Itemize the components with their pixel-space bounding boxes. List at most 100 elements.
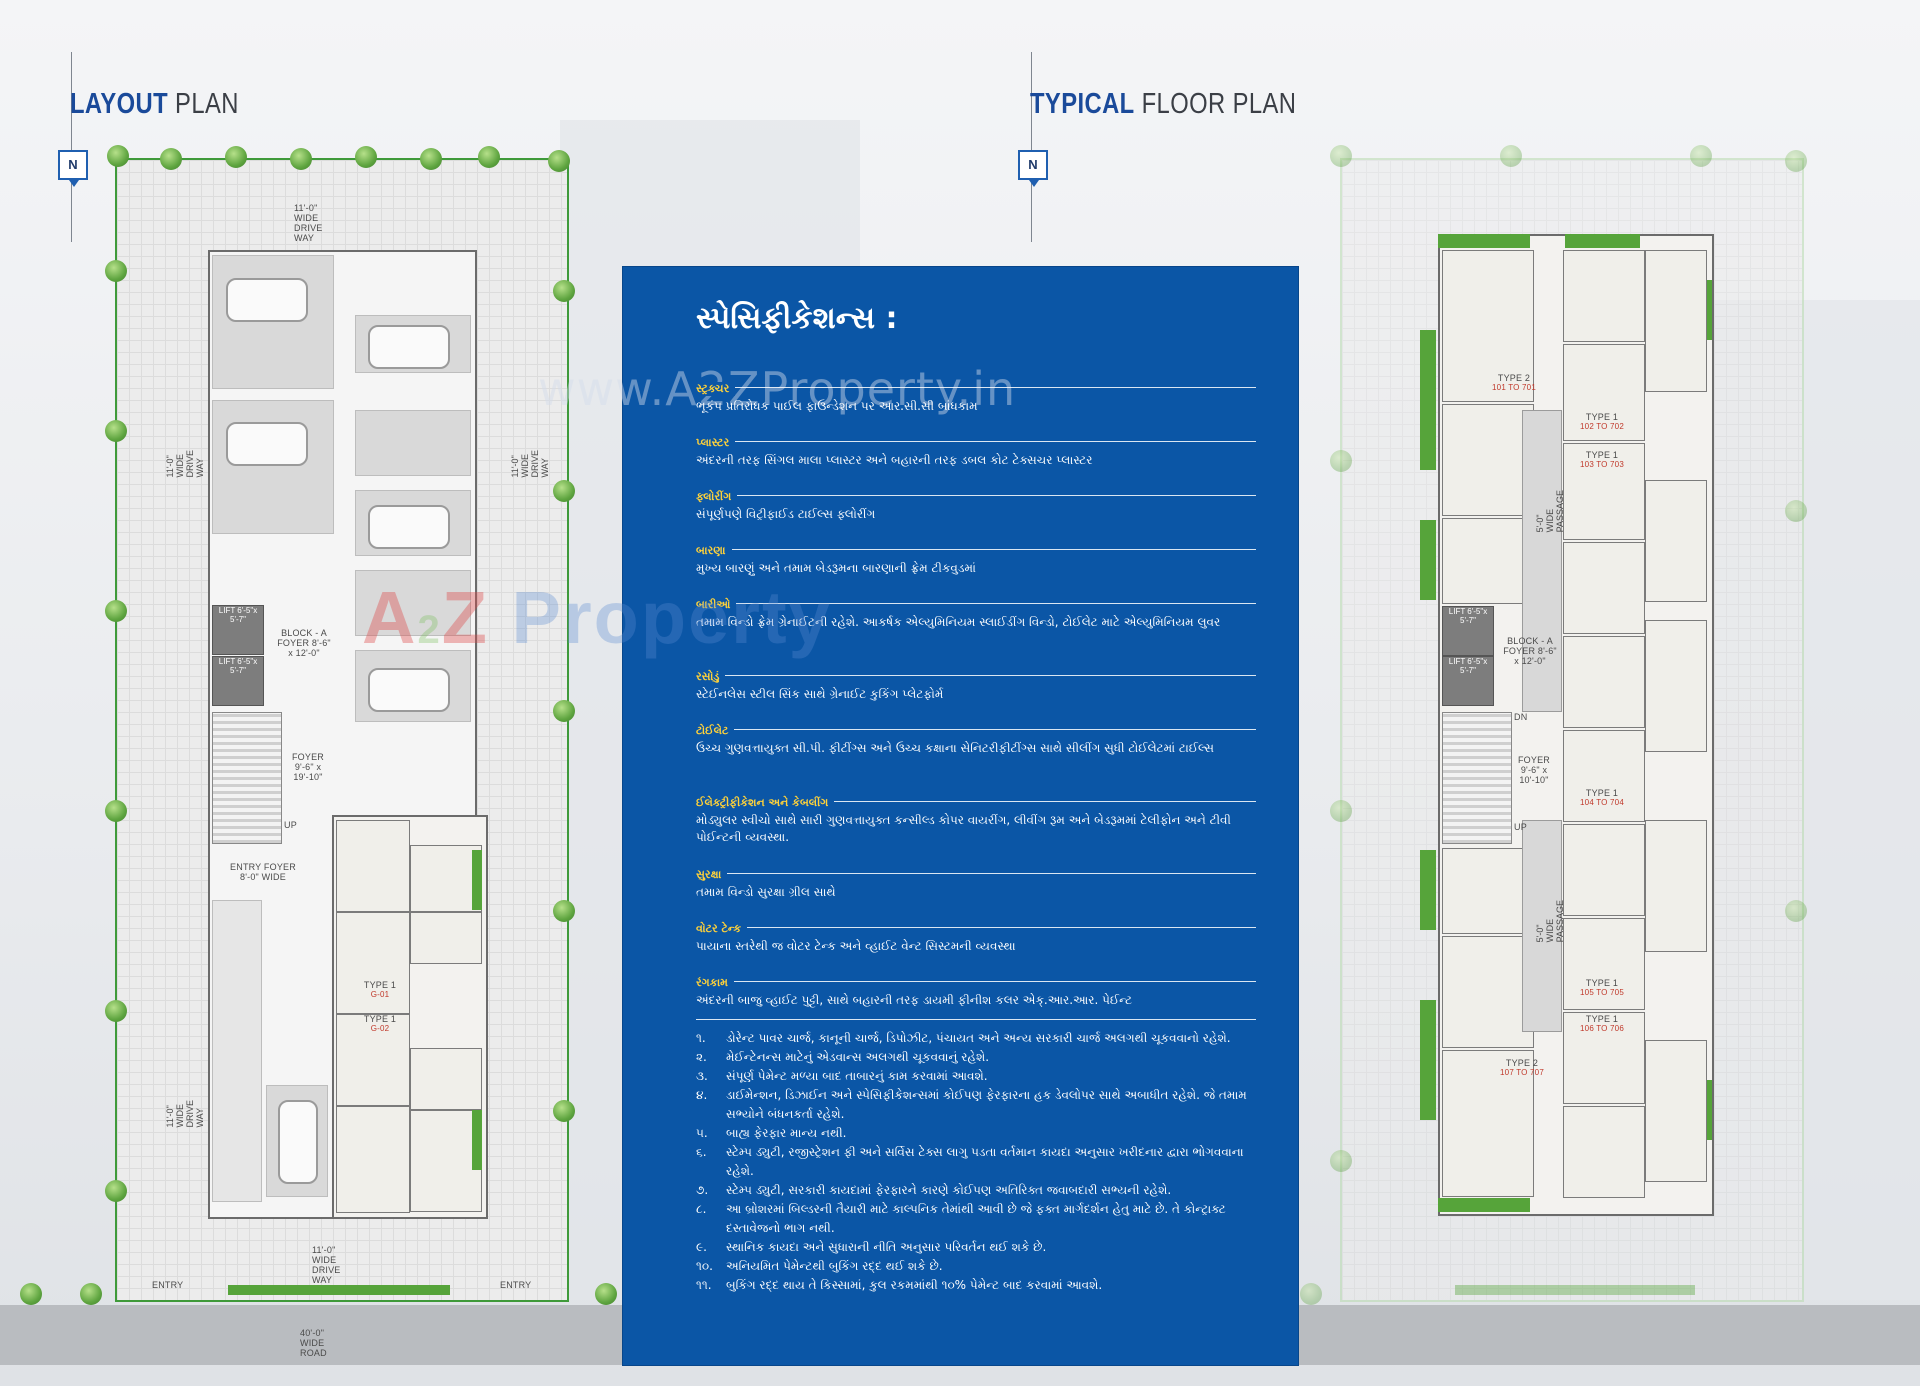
car-icon: [226, 422, 308, 466]
parking-bay: [355, 410, 471, 476]
room: [1563, 344, 1645, 441]
spec-item: વોટર ટેન્ક પાયાના સ્તરેથી જ વોટર ટેન્ક અ…: [696, 919, 1256, 955]
spec-item: ટોઈલેટ ઉચ્ચ ગુણવત્તાયુક્ત સી.પી. ફીટીંગ્…: [696, 721, 1256, 757]
spec-heading: ટોઈલેટ: [696, 724, 735, 738]
tree-icon: [420, 148, 442, 170]
spec-text: ઉચ્ચ ગુણવત્તાયુક્ત સી.પી. ફીટીંગ્સ અને ઉ…: [696, 741, 1214, 755]
note-item: ૪.ડાઈમેન્શન, ડિઝાઈન અને સ્પેસિફીકેશન્સમા…: [696, 1088, 1247, 1121]
entry-label: ENTRY: [152, 1280, 184, 1290]
spec-text: અંદરની બાજુ વ્હાઈટ પુટ્ટી, સાથે બહારની ત…: [696, 993, 1133, 1007]
room: [1645, 820, 1707, 952]
watermark-url: www.A2ZProperty.in: [538, 362, 1017, 416]
room: [1442, 848, 1534, 934]
title-divider: [1031, 52, 1032, 242]
spec-rule: [696, 603, 1256, 604]
tree-icon: [160, 148, 182, 170]
staircase: [212, 712, 282, 844]
note-item: ૧૧.બુકિંગ રદ્દ થાય તે કિસ્સામાં, કુલ રકમ…: [696, 1278, 1103, 1292]
note-item: ૬.સ્ટેમ્પ ડ્યુટી, રજીસ્ટ્રેશન ફી અને સર્…: [696, 1145, 1244, 1178]
garden-strip: [1565, 234, 1640, 248]
room: [336, 912, 410, 1014]
parking-bay: [212, 900, 262, 1202]
tree-icon: [595, 1283, 617, 1305]
spec-text: પાયાના સ્તરેથી જ વોટર ટેન્ક અને વ્હાઈટ વ…: [696, 939, 1016, 953]
watermark-logo: A2Z Property: [362, 576, 832, 659]
room: [1563, 542, 1645, 634]
tree-icon: [225, 146, 247, 168]
note-item: ૮.આ બ્રોશરમાં બિલ્ડરની તૈયારી માટે કાલ્પ…: [696, 1202, 1226, 1235]
passage-label: 5'-0" WIDE PASSAGE: [1535, 900, 1565, 943]
garden-strip: [1420, 1000, 1436, 1120]
spec-item: ઈલેક્ટ્રીફીકેશન અને કેબલીંગ મોડ્યુલર સ્વ…: [696, 793, 1256, 846]
tree-icon: [1690, 145, 1712, 167]
foyer-label: FOYER 9'-6" x 10'-10": [1517, 755, 1550, 785]
passage: [1522, 820, 1562, 1032]
parking-bay: [212, 255, 334, 389]
spec-heading: રંગકામ: [696, 976, 734, 990]
title-bold: LAYOUT: [70, 88, 169, 120]
notes-list: ૧.ડોરેન્ટ પાવર ચાર્જ, કાનૂની ચાર્જ, ડિપો…: [696, 1029, 1256, 1295]
notes-divider: [696, 1019, 1256, 1020]
tree-icon: [20, 1283, 42, 1305]
spec-item: રંગકામ અંદરની બાજુ વ્હાઈટ પુટ્ટી, સાથે બ…: [696, 973, 1256, 1009]
tree-icon: [105, 1000, 127, 1022]
tree-icon: [1330, 800, 1352, 822]
car-icon: [368, 668, 450, 712]
garden-strip: [228, 1285, 450, 1295]
north-arrow-icon: N: [1018, 150, 1048, 187]
lift: LIFT 6'-5"x 5'-7": [1442, 656, 1494, 706]
tree-icon: [478, 146, 500, 168]
tree-icon: [105, 800, 127, 822]
room: [1563, 730, 1645, 822]
spec-rule: [696, 729, 1256, 730]
room: [1442, 518, 1534, 604]
spec-rule: [696, 441, 1256, 442]
garden-strip: [1455, 1285, 1695, 1295]
tree-icon: [553, 900, 575, 922]
spec-heading: રસોડું: [696, 670, 726, 684]
spec-heading: સ્ટ્રક્ચર: [696, 382, 736, 396]
spec-text: સંપૂર્ણપણે વિટ્રીફાઈડ ટાઈલ્સ ફ્લોરીંગ: [696, 507, 876, 521]
spec-rule: [696, 549, 1256, 550]
tree-icon: [105, 420, 127, 442]
note-item: ૭.સ્ટેમ્પ ડ્યુટી, સરકારી કાયદામાં ફેરફાર…: [696, 1183, 1172, 1197]
room: [410, 1110, 482, 1212]
tree-icon: [1500, 145, 1522, 167]
spec-heading: ફ્લોરીંગ: [696, 490, 738, 504]
tree-icon: [105, 260, 127, 282]
garden-strip: [1420, 850, 1436, 930]
spec-rule: [696, 981, 1256, 982]
note-item: ૯.સ્થાનિક કાયદા અને સુધારાની નીતિ અનુસાર…: [696, 1240, 1047, 1254]
room: [1563, 636, 1645, 728]
entry-label: ENTRY: [500, 1280, 532, 1290]
tree-icon: [1785, 150, 1807, 172]
spec-heading: બારણા: [696, 544, 732, 558]
spec-item: બારીઓ તમામ વિન્ડો ફ્રેમ ગ્રેનાઈટની રહેશે…: [696, 595, 1256, 631]
tree-icon: [553, 1100, 575, 1122]
room: [1563, 250, 1645, 342]
car-icon: [226, 278, 308, 322]
dn-label: DN: [1514, 712, 1528, 722]
spec-rule: [696, 927, 1256, 928]
spec-item: ફ્લોરીંગ સંપૂર્ણપણે વિટ્રીફાઈડ ટાઈલ્સ ફ્…: [696, 487, 1256, 523]
lift: LIFT 6'-5"x 5'-7": [1442, 606, 1494, 656]
spec-item: રસોડું સ્ટેઈનલેસ સ્ટીલ સિંક સાથે ગ્રેનાઈ…: [696, 667, 1256, 703]
spec-rule: [696, 495, 1256, 496]
specifications-panel: સ્પેસિફીકેશન્સ : www.A2ZProperty.in સ્ટ્…: [538, 267, 1298, 1365]
tree-icon: [1785, 900, 1807, 922]
car-icon: [368, 505, 450, 549]
note-item: ૩.સંપૂર્ણ પેમેન્ટ મળ્યા બાદ તાબારનું કામ…: [696, 1069, 988, 1083]
driveway-label: 11'-0" WIDE DRIVE WAY: [165, 1099, 205, 1128]
tree-icon: [80, 1283, 102, 1305]
room: [336, 1014, 410, 1106]
garden-strip: [1420, 520, 1436, 600]
room: [1442, 936, 1534, 1048]
driveway-label: 11'-0" WIDE DRIVE WAY: [165, 449, 205, 478]
spec-item: સુરક્ષા તમામ વિન્ડો સુરક્ષા ગ્રીલ સાથે: [696, 865, 1256, 901]
tree-icon: [107, 145, 129, 167]
up-label: UP: [284, 820, 297, 830]
